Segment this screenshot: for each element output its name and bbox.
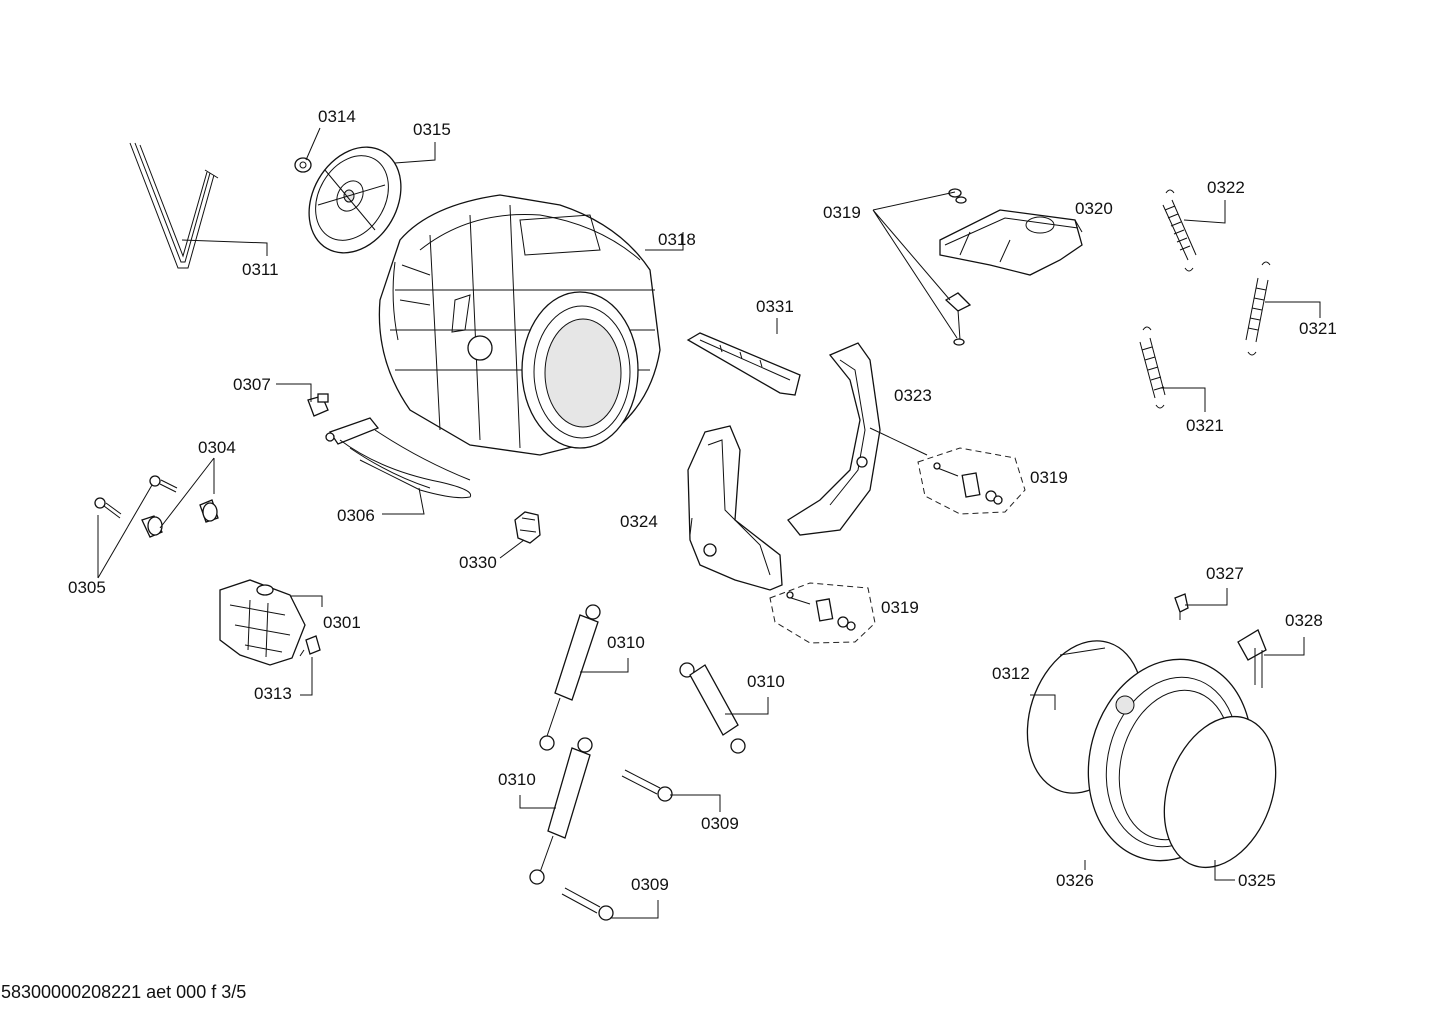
part-labels: 0311 0314 0315 0318 0307 0304 0306 0305 … xyxy=(68,107,1337,894)
bolt-set-left[interactable] xyxy=(769,582,876,644)
label-0322: 0322 xyxy=(1207,178,1245,197)
label-0315: 0315 xyxy=(413,120,451,139)
foot-part-1[interactable] xyxy=(141,515,163,538)
spring-0322-part[interactable] xyxy=(1162,189,1197,272)
document-id: 58300000208221 aet 000 f 3/5 xyxy=(1,982,247,1002)
counterweight-top-part[interactable] xyxy=(939,209,1083,276)
label-0311: 0311 xyxy=(242,260,279,279)
counterweight-strip-part[interactable] xyxy=(686,332,801,396)
label-0310-a: 0310 xyxy=(607,633,645,652)
label-0305: 0305 xyxy=(68,578,106,597)
label-0309-b: 0309 xyxy=(631,875,669,894)
pulley-wheel-part[interactable] xyxy=(291,131,420,270)
shock-absorber-1[interactable] xyxy=(539,604,601,751)
label-0301: 0301 xyxy=(323,613,361,632)
label-0320: 0320 xyxy=(1075,199,1113,218)
door-lock-small-part[interactable] xyxy=(1174,593,1189,620)
label-0321-lower: 0321 xyxy=(1186,416,1224,435)
label-0319-top: 0319 xyxy=(823,203,861,222)
drive-belt-part[interactable] xyxy=(129,142,219,269)
label-0331: 0331 xyxy=(756,297,794,316)
label-0324: 0324 xyxy=(620,512,658,531)
shock-absorber-3[interactable] xyxy=(529,737,593,885)
label-0304: 0304 xyxy=(198,438,236,457)
spring-0321-lower-part[interactable] xyxy=(1139,326,1166,409)
label-0306: 0306 xyxy=(337,506,375,525)
motor-part[interactable] xyxy=(219,579,306,666)
label-0307: 0307 xyxy=(233,375,271,394)
hose-clip-part[interactable] xyxy=(514,511,541,544)
label-0325: 0325 xyxy=(1238,871,1276,890)
screw-part-1[interactable] xyxy=(94,497,122,519)
temperature-sensor-part[interactable] xyxy=(307,393,329,417)
label-0318: 0318 xyxy=(658,230,696,249)
tub-assembly-part[interactable] xyxy=(378,194,661,456)
spring-0321-upper-part[interactable] xyxy=(1245,261,1271,356)
tub-bracket-left-part[interactable] xyxy=(687,425,783,591)
screw-part-2[interactable] xyxy=(149,475,178,493)
shock-absorber-2[interactable] xyxy=(679,662,746,754)
leader-lines xyxy=(97,127,1321,919)
damper-bolt-1[interactable] xyxy=(621,769,673,802)
door-lock-bracket-part[interactable] xyxy=(1237,629,1267,688)
bolt-set-right[interactable] xyxy=(917,447,1026,515)
label-0323: 0323 xyxy=(894,386,932,405)
bolt-set-top[interactable] xyxy=(944,188,972,346)
label-0327: 0327 xyxy=(1206,564,1244,583)
damper-bolt-2[interactable] xyxy=(561,887,614,921)
clamp-ring-part[interactable] xyxy=(1144,701,1295,883)
label-0309-a: 0309 xyxy=(701,814,739,833)
label-0326: 0326 xyxy=(1056,871,1094,890)
label-0314: 0314 xyxy=(318,107,356,126)
pulley-nut-part[interactable] xyxy=(294,157,312,173)
label-0319-left: 0319 xyxy=(881,598,919,617)
carbon-brush-part[interactable] xyxy=(299,635,321,657)
label-0328: 0328 xyxy=(1285,611,1323,630)
label-0313: 0313 xyxy=(254,684,292,703)
label-0310-b: 0310 xyxy=(747,672,785,691)
label-0310-c: 0310 xyxy=(498,770,536,789)
tub-bracket-right-part[interactable] xyxy=(787,342,881,536)
label-0330: 0330 xyxy=(459,553,497,572)
label-0312: 0312 xyxy=(992,664,1030,683)
foot-part-2[interactable] xyxy=(199,499,219,523)
label-0321-upper: 0321 xyxy=(1299,319,1337,338)
heating-element-part[interactable] xyxy=(325,417,472,499)
label-0319-right: 0319 xyxy=(1030,468,1068,487)
